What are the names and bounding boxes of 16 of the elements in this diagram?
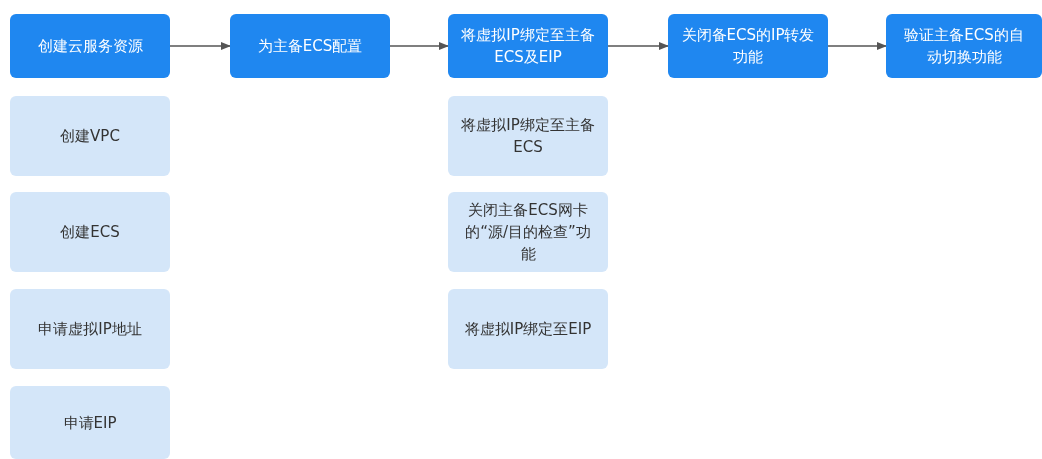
arrow	[827, 42, 887, 50]
step-box: 关闭备ECS的IP转发功能	[668, 14, 828, 78]
substep-box: 创建VPC	[10, 96, 170, 176]
arrow	[607, 42, 669, 50]
substep-box: 将虚拟IP绑定至主备ECS	[448, 96, 608, 176]
step-box: 创建云服务资源	[10, 14, 170, 78]
substep-box: 申请虚拟IP地址	[10, 289, 170, 369]
arrow	[389, 42, 449, 50]
substep-box: 申请EIP	[10, 386, 170, 459]
substep-box: 创建ECS	[10, 192, 170, 272]
substep-box: 关闭主备ECS网卡的“源/目的检查”功能	[448, 192, 608, 272]
step-box: 为主备ECS配置	[230, 14, 390, 78]
step-box: 验证主备ECS的自动切换功能	[886, 14, 1042, 78]
step-box: 将虚拟IP绑定至主备ECS及EIP	[448, 14, 608, 78]
substep-box: 将虚拟IP绑定至EIP	[448, 289, 608, 369]
arrow	[169, 42, 231, 50]
